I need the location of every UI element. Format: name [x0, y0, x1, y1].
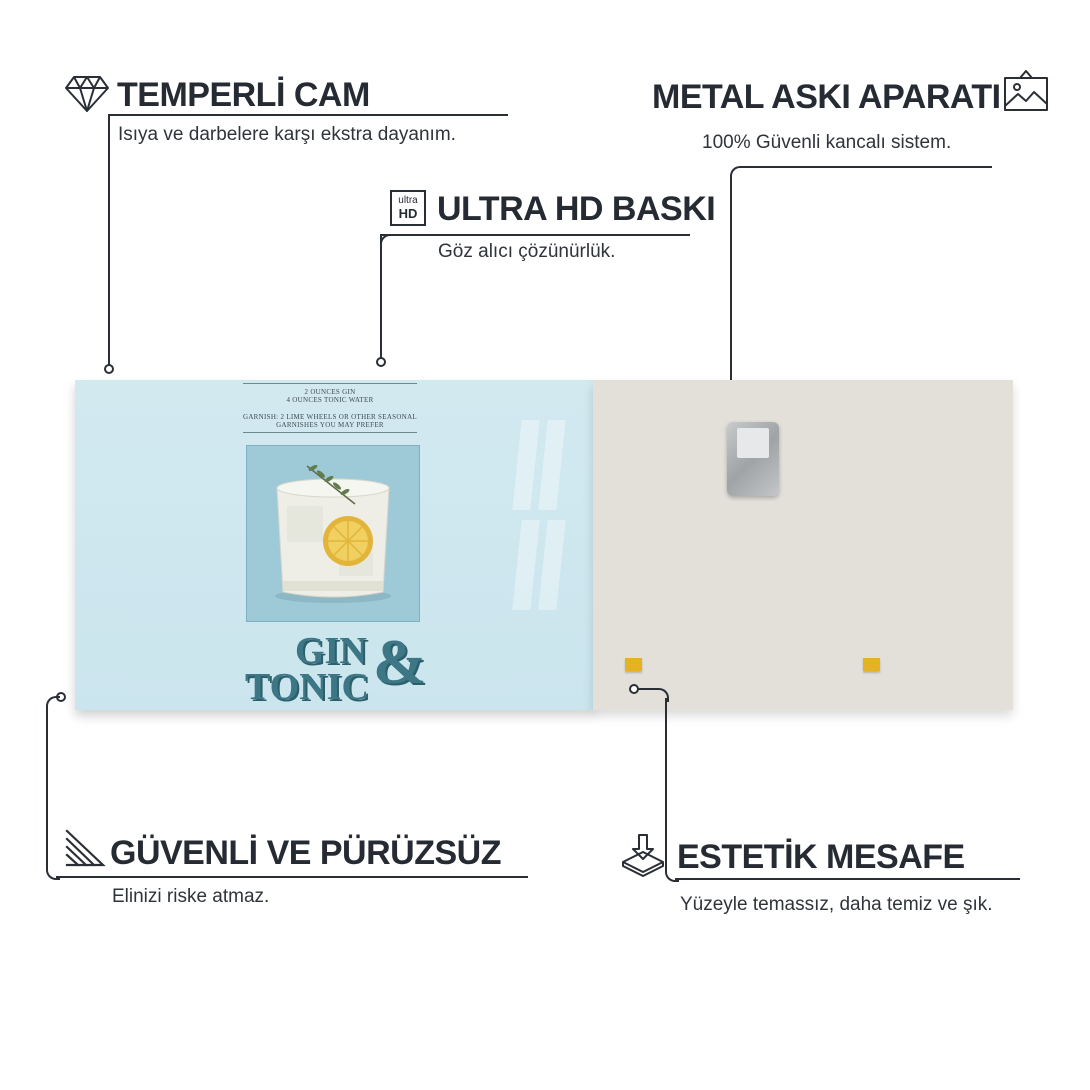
spacer-pad-left [625, 658, 642, 671]
poster-recipe-1: 2 OUNCES GIN [304, 388, 356, 396]
tempered-desc: Isıya ve darbelere karşı ekstra dayanım. [118, 124, 456, 145]
tempered-title: TEMPERLİ CAM [117, 76, 370, 114]
poster-title-amp: & [373, 626, 427, 697]
diagonal-lines-icon [65, 829, 106, 867]
cocktail-glass-icon [275, 464, 391, 603]
metal-hanger [727, 422, 779, 496]
hanger-title: METAL ASKI APARATI [652, 78, 1001, 116]
safe-desc: Elinizi riske atmaz. [112, 886, 270, 907]
glass-poster-front: 2 OUNCES GIN 4 OUNCES TONIC WATER GARNIS… [75, 380, 595, 710]
safe-title: GÜVENLİ VE PÜRÜZSÜZ [110, 834, 501, 872]
cocktail-illustration [246, 445, 420, 622]
spacer-pad-right [863, 658, 880, 671]
uhd-desc: Göz alıcı çözünürlük. [438, 241, 616, 262]
diamond-icon [65, 76, 109, 112]
uhd-title: ULTRA HD BASKI [437, 190, 716, 228]
poster-recipe-2: 4 OUNCES TONIC WATER [286, 396, 374, 404]
glass-poster-back [593, 380, 1013, 710]
poster-title-tonic: TONIC [245, 666, 369, 708]
picture-frame-icon [1004, 70, 1048, 111]
ultra-hd-icon: ultra HD [390, 190, 426, 226]
poster-recipe-3: GARNISH: 2 LIME WHEELS OR OTHER SEASONAL [242, 413, 418, 421]
spacing-title: ESTETİK MESAFE [677, 838, 965, 876]
hanger-desc: 100% Güvenli kancalı sistem. [702, 132, 952, 153]
layers-arrow-icon [622, 834, 664, 877]
poster-recipe-4: GARNISHES YOU MAY PREFER [276, 421, 384, 429]
spacing-desc: Yüzeyle temassız, daha temiz ve şık. [680, 894, 993, 915]
poster-title-gin: GIN [295, 630, 367, 672]
